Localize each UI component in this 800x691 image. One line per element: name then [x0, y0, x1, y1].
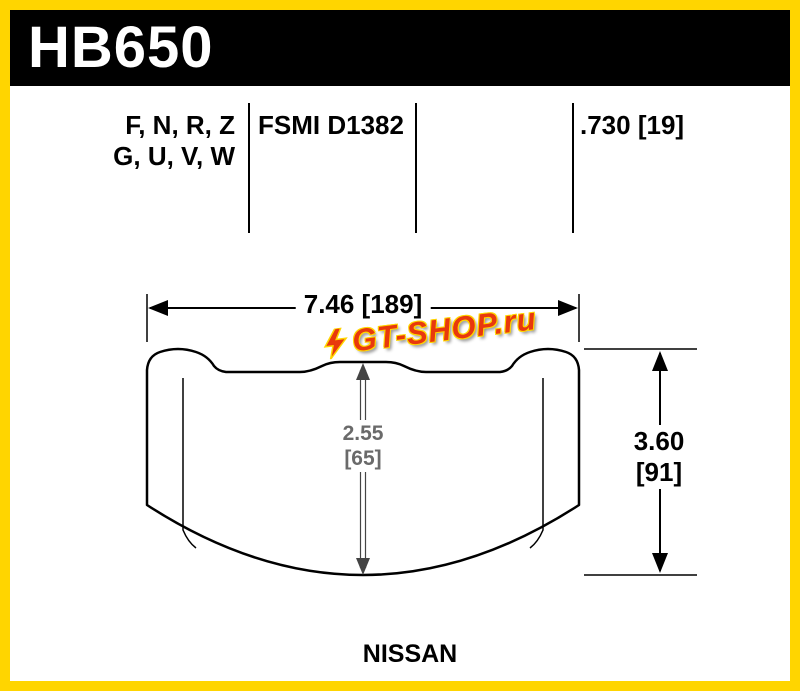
- vehicle-name: NISSAN: [362, 640, 458, 668]
- center-dimension-mm: [65]: [344, 447, 382, 470]
- width-dimension-label: 7.46 [189]: [295, 288, 431, 321]
- center-dimension-inches: 2.55: [342, 422, 384, 445]
- width-dimension-lines: [146, 294, 580, 342]
- pad-inner-lines: [182, 378, 544, 549]
- height-dimension-mm: [91]: [635, 457, 683, 487]
- header-bar: HB650: [10, 10, 790, 86]
- spec-divider-3: [572, 103, 574, 233]
- spec-divider-1: [248, 103, 250, 233]
- fmsi-code: FSMI D1382: [258, 110, 404, 140]
- spec-divider-2: [415, 103, 417, 233]
- height-dimension-inches: 3.60: [633, 426, 685, 456]
- height-dimension-lines: [584, 348, 697, 576]
- part-number: HB650: [28, 15, 214, 80]
- compound-codes: F, N, R, Z G, U, V, W: [95, 110, 235, 172]
- center-dimension-label: 2.55 [65]: [337, 420, 389, 472]
- compound-codes-line1: F, N, R, Z: [125, 110, 235, 140]
- height-dimension-label: 3.60 [91]: [625, 425, 693, 489]
- compound-codes-line2: G, U, V, W: [113, 141, 235, 171]
- pad-thickness: .730 [19]: [580, 110, 685, 140]
